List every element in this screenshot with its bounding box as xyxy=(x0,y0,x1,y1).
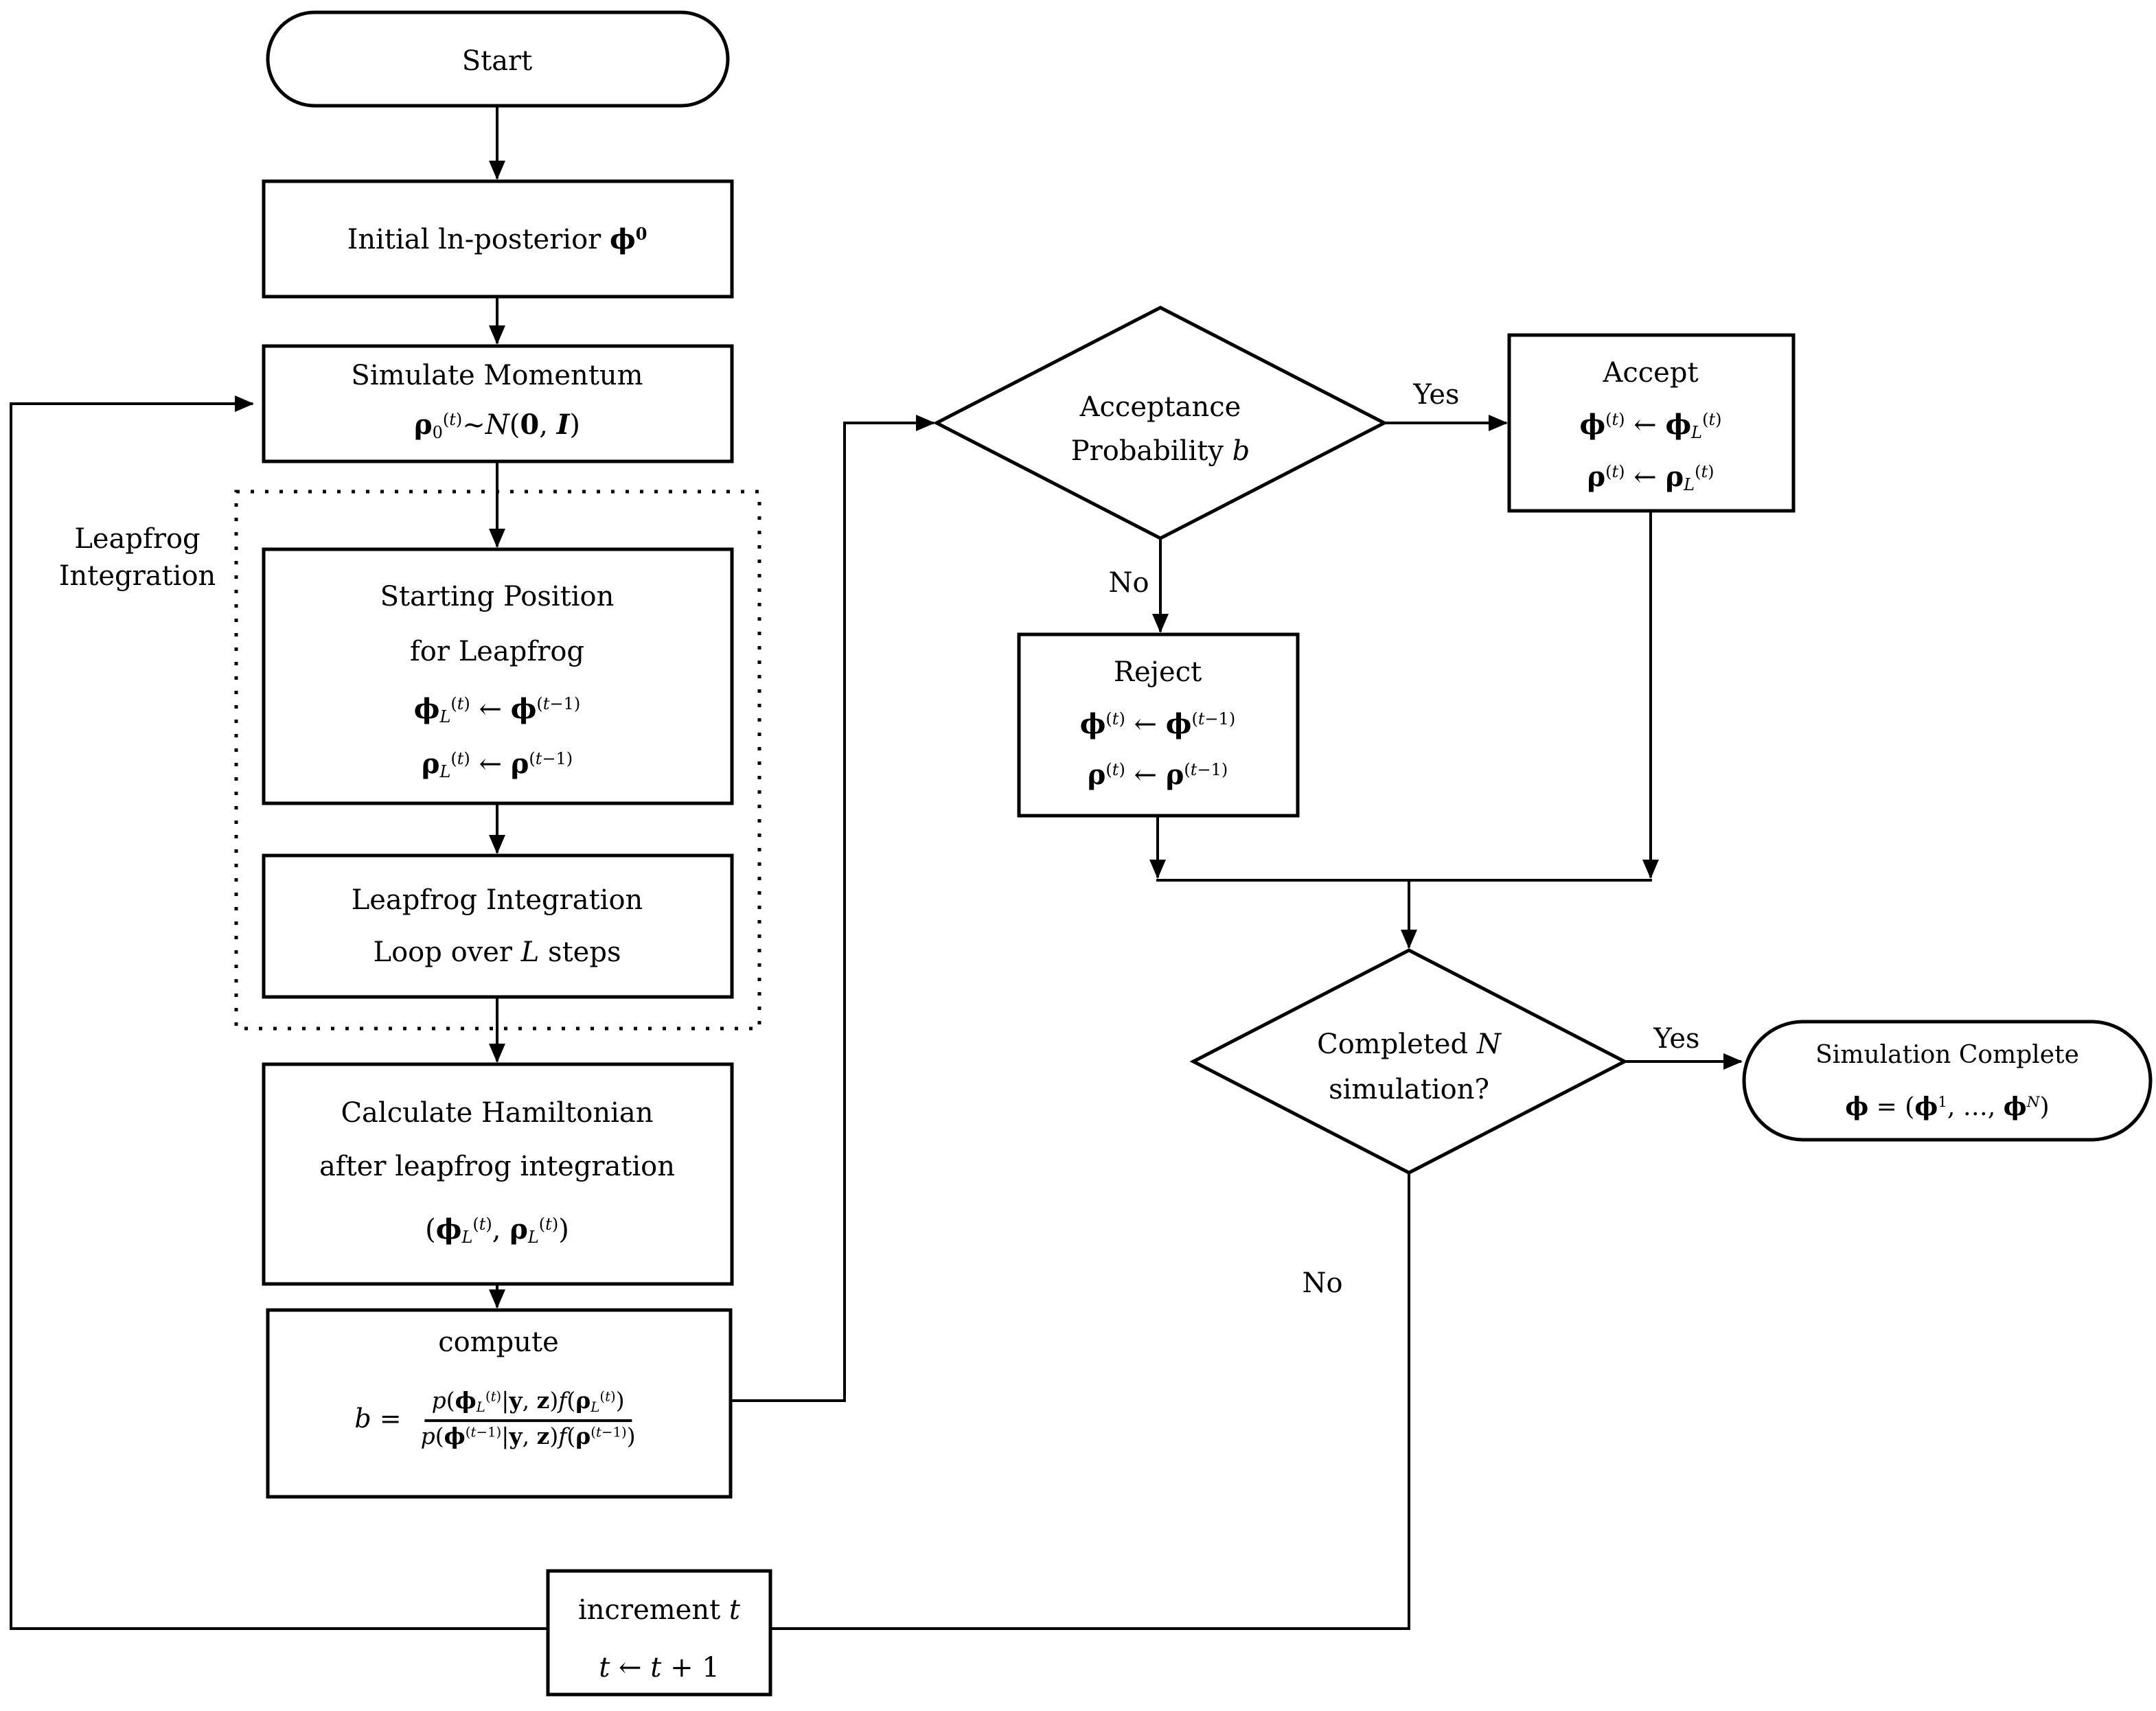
completed-yes-label: Yes xyxy=(1653,1022,1700,1055)
leapfrog-group-label-line2: Integration xyxy=(58,559,216,592)
increment-box xyxy=(546,1569,772,1697)
acceptance-no-label: No xyxy=(1108,566,1149,599)
accept-label: Accept xyxy=(1603,356,1699,389)
start-label: Start xyxy=(461,44,533,77)
ratio-numerator: p(ϕL(t)|y, z)f(ρL(t)) xyxy=(424,1390,632,1423)
completed-label-line2: simulation? xyxy=(1329,1072,1489,1105)
hamiltonian-label-line1: Calculate Hamiltonian xyxy=(341,1096,654,1129)
accept-box xyxy=(1507,333,1796,513)
simulation-complete-label: Simulation Complete xyxy=(1815,1041,2079,1070)
for-leapfrog-label: for Leapfrog xyxy=(409,634,585,667)
edge-compute-to-acceptance xyxy=(731,415,935,1402)
hamiltonian-box xyxy=(262,1062,734,1286)
compute-box xyxy=(266,1308,733,1499)
simulation-complete-formula: ϕ = (ϕ1, …, ϕN) xyxy=(1845,1093,2050,1122)
hamiltonian-formula: (ϕL(t), ρL(t)) xyxy=(425,1213,569,1247)
starting-position-box xyxy=(262,547,734,805)
reject-label: Reject xyxy=(1113,655,1202,688)
reject-rho-formula: ρ(t) ← ρ(t−1) xyxy=(1087,758,1228,791)
loop-over-steps-label: Loop over L steps xyxy=(373,935,621,968)
increment-formula: t ← t + 1 xyxy=(599,1651,720,1684)
initial-posterior-box xyxy=(262,179,734,299)
accept-phi-formula: ϕ(t) ← ϕL(t) xyxy=(1579,408,1722,442)
compute-label: compute xyxy=(438,1325,559,1358)
edge-completed-no-feedback-loop xyxy=(10,395,1410,1630)
acceptance-ratio-formula: b = p(ϕL(t)|y, z)f(ρL(t)) p(ϕ(t−1)|y, z)… xyxy=(354,1390,642,1449)
acceptance-decision-diamond xyxy=(932,306,1388,540)
accept-rho-formula: ρ(t) ← ρL(t) xyxy=(1587,460,1715,494)
increment-label: increment t xyxy=(578,1593,740,1626)
reject-phi-formula: ϕ(t) ← ϕ(t−1) xyxy=(1079,707,1236,740)
simulate-momentum-label: Simulate Momentum xyxy=(351,358,643,391)
ratio-lhs: b = xyxy=(354,1404,402,1434)
acceptance-label-line1: Acceptance xyxy=(1079,390,1241,423)
momentum-formula: ρ0(t)~N(0, I) xyxy=(413,408,581,442)
acceptance-yes-label: Yes xyxy=(1413,378,1460,411)
leapfrog-loop-box xyxy=(262,853,734,999)
simulate-momentum-box xyxy=(262,344,734,463)
acceptance-label-line2: Probability b xyxy=(1070,434,1250,467)
completed-no-label: No xyxy=(1302,1266,1343,1299)
completed-decision-diamond xyxy=(1189,948,1629,1175)
leapfrog-group-label-line1: Leapfrog xyxy=(74,522,200,555)
starting-position-label: Starting Position xyxy=(380,579,615,612)
hamiltonian-label-line2: after leapfrog integration xyxy=(319,1149,676,1182)
completed-label-line1: Completed N xyxy=(1317,1027,1501,1060)
simulation-complete-terminator-shape xyxy=(1742,1020,2153,1142)
starting-phi-formula: ϕL(t) ← ϕ(t−1) xyxy=(413,692,581,726)
ratio-fraction: p(ϕL(t)|y, z)f(ρL(t)) p(ϕ(t−1)|y, z)f(ρ(… xyxy=(414,1390,643,1449)
ratio-denominator: p(ϕ(t−1)|y, z)f(ρ(t−1)) xyxy=(420,1423,636,1450)
starting-rho-formula: ρL(t) ← ρ(t−1) xyxy=(421,747,573,781)
leapfrog-loop-label: Leapfrog Integration xyxy=(351,883,643,916)
initial-posterior-label: Initial ln-posterior ϕ0 xyxy=(347,222,647,255)
